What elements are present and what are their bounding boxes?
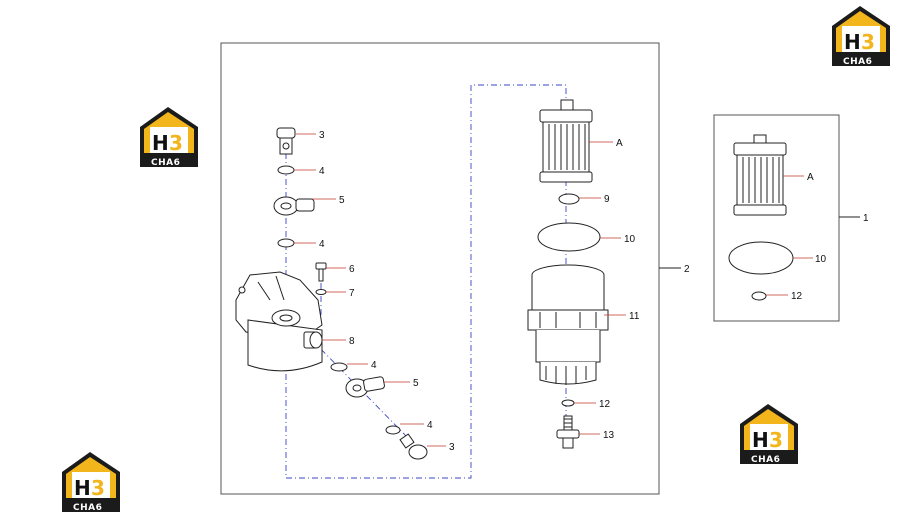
label-banjo-bottom: 5 (413, 378, 419, 389)
svg-text:H: H (752, 428, 769, 452)
banjo-top-part (273, 196, 315, 216)
label-washer-1: 4 (319, 166, 325, 177)
label-bowl: 11 (629, 311, 640, 322)
fitting-part (303, 331, 323, 349)
svg-text:CHA6: CHA6 (751, 455, 780, 465)
svg-text:CHA6: CHA6 (73, 503, 102, 513)
oring-part (561, 399, 575, 407)
label-banjo-top: 5 (339, 195, 345, 206)
label-bolt-bottom: 3 (449, 442, 455, 453)
svg-text:3: 3 (91, 476, 105, 500)
bolt-small-part (315, 262, 327, 282)
svg-text:H: H (74, 476, 91, 500)
kit-oring-part (751, 291, 767, 301)
washer-4-part (385, 425, 401, 435)
element-part (539, 99, 593, 183)
svg-text:H: H (152, 131, 169, 155)
washer-2-part (277, 238, 295, 248)
label-oring: 12 (599, 399, 611, 410)
washer-3-part (330, 362, 348, 372)
logo-bottom-left: H 3 CHA6 (62, 452, 120, 513)
label-kit-gasket: 10 (815, 254, 827, 265)
filter-head-part (235, 271, 323, 372)
label-gasket: 10 (624, 234, 636, 245)
label-kit: 1 (863, 213, 869, 224)
label-washer-small: 7 (349, 288, 355, 299)
banjo-bottom-part (345, 376, 385, 398)
kit-element-part (733, 134, 787, 216)
svg-text:3: 3 (169, 131, 183, 155)
gasket-part (537, 222, 601, 252)
leader-lines (294, 133, 860, 447)
svg-text:3: 3 (861, 30, 875, 54)
ring-part (558, 193, 580, 205)
bolt-bottom-part (399, 433, 428, 460)
washer-1-part (277, 165, 295, 175)
label-washer-3: 4 (371, 360, 377, 371)
washer-small-part (315, 289, 327, 295)
label-bolt-small: 6 (349, 264, 355, 275)
svg-text:CHA6: CHA6 (151, 158, 180, 168)
svg-text:CHA6: CHA6 (843, 57, 872, 67)
logo-bottom-right: H 3 CHA6 (740, 404, 798, 465)
logo-top-right: H 3 CHA6 (832, 6, 890, 67)
svg-text:3: 3 (769, 428, 783, 452)
label-kit-element: A (807, 172, 814, 183)
label-fitting: 8 (349, 336, 355, 347)
label-drain: 13 (603, 430, 615, 441)
label-washer-2: 4 (319, 239, 325, 250)
label-bolt-top: 3 (319, 130, 325, 141)
label-element: A (616, 138, 623, 149)
kit-frame (713, 114, 840, 322)
svg-text:H: H (844, 30, 861, 54)
bolt-top-part (276, 127, 296, 155)
logo-left: H 3 CHA6 (140, 107, 198, 168)
kit-gasket-part (728, 241, 794, 275)
label-kit-oring: 12 (791, 291, 803, 302)
part-labels: 3 4 5 4 6 7 8 4 5 4 3 A 9 10 11 12 13 2 … (319, 130, 869, 453)
label-assembly: 2 (684, 264, 690, 275)
centerlines (285, 84, 567, 479)
label-washer-4: 4 (427, 420, 433, 431)
bowl-part (527, 264, 609, 385)
label-ring: 9 (604, 194, 610, 205)
drain-part (556, 415, 580, 449)
